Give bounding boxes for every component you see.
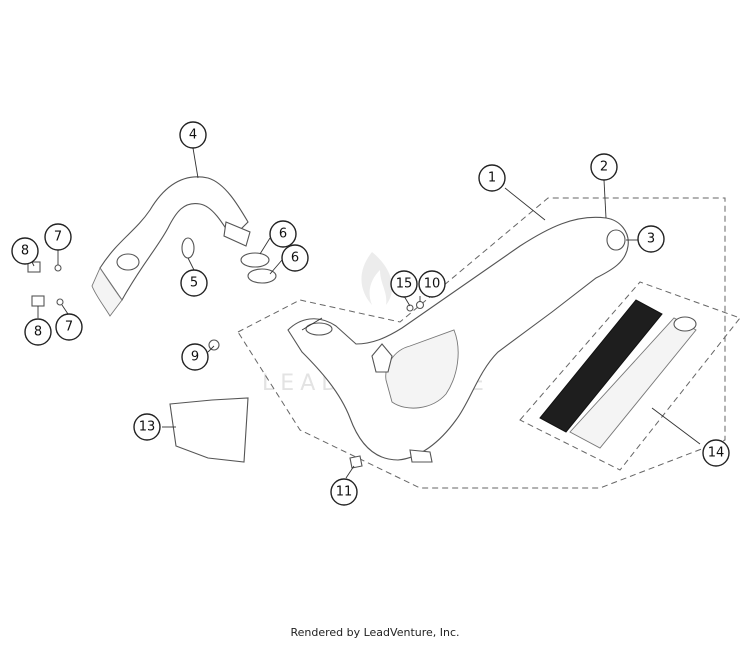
packing-outline — [519, 281, 741, 471]
callout-8-lower: 8 — [24, 318, 52, 346]
callout-4: 4 — [179, 121, 207, 149]
svg-text:9: 9 — [191, 350, 199, 365]
muffler-bolt — [349, 455, 363, 469]
small-washer — [406, 304, 414, 312]
washer-lower — [56, 298, 64, 306]
svg-text:4: 4 — [189, 128, 197, 143]
footer-credit: Rendered by LeadVenture, Inc. — [290, 626, 460, 639]
svg-text:14: 14 — [708, 446, 725, 461]
svg-text:1: 1 — [488, 171, 496, 186]
heat-shield — [169, 397, 249, 463]
callout-5: 5 — [180, 269, 208, 297]
svg-text:10: 10 — [424, 277, 441, 292]
callout-3: 3 — [637, 225, 665, 253]
callout-1: 1 — [478, 164, 506, 192]
callout-2: 2 — [590, 153, 618, 181]
callout-9: 9 — [181, 343, 209, 371]
bolt-lower — [31, 295, 45, 307]
small-bolt — [415, 300, 425, 310]
callout-7-upper: 7 — [44, 223, 72, 251]
packing-material — [539, 299, 697, 449]
svg-text:2: 2 — [600, 160, 608, 175]
svg-text:13: 13 — [139, 420, 156, 435]
bolt-upper — [27, 261, 41, 273]
callout-14: 14 — [702, 439, 730, 467]
svg-text:8: 8 — [34, 325, 42, 340]
end-cap — [606, 229, 626, 251]
header-pipe — [91, 176, 251, 317]
svg-text:3: 3 — [647, 232, 655, 247]
svg-text:15: 15 — [396, 277, 413, 292]
svg-text:11: 11 — [336, 485, 353, 500]
svg-text:6: 6 — [291, 251, 299, 266]
nut-fastener — [208, 339, 220, 351]
callout-8-upper: 8 — [11, 237, 39, 265]
washer-upper — [54, 264, 62, 272]
callout-10: 10 — [418, 270, 446, 298]
callout-15: 15 — [390, 270, 418, 298]
watermark-flame-icon — [361, 252, 393, 305]
callout-6-lower: 6 — [281, 244, 309, 272]
svg-text:6: 6 — [279, 227, 287, 242]
gasket-ring — [181, 237, 195, 259]
svg-text:8: 8 — [21, 244, 29, 259]
seal-ring-upper — [240, 252, 270, 268]
callout-11: 11 — [330, 478, 358, 506]
callout-6-upper: 6 — [269, 220, 297, 248]
svg-text:7: 7 — [54, 230, 62, 245]
svg-text:7: 7 — [65, 320, 73, 335]
callout-7-lower: 7 — [55, 313, 83, 341]
callout-13: 13 — [133, 413, 161, 441]
leader-lines — [31, 147, 701, 479]
muffler-body — [287, 216, 629, 463]
svg-text:5: 5 — [190, 276, 198, 291]
seal-ring-lower — [247, 268, 277, 284]
